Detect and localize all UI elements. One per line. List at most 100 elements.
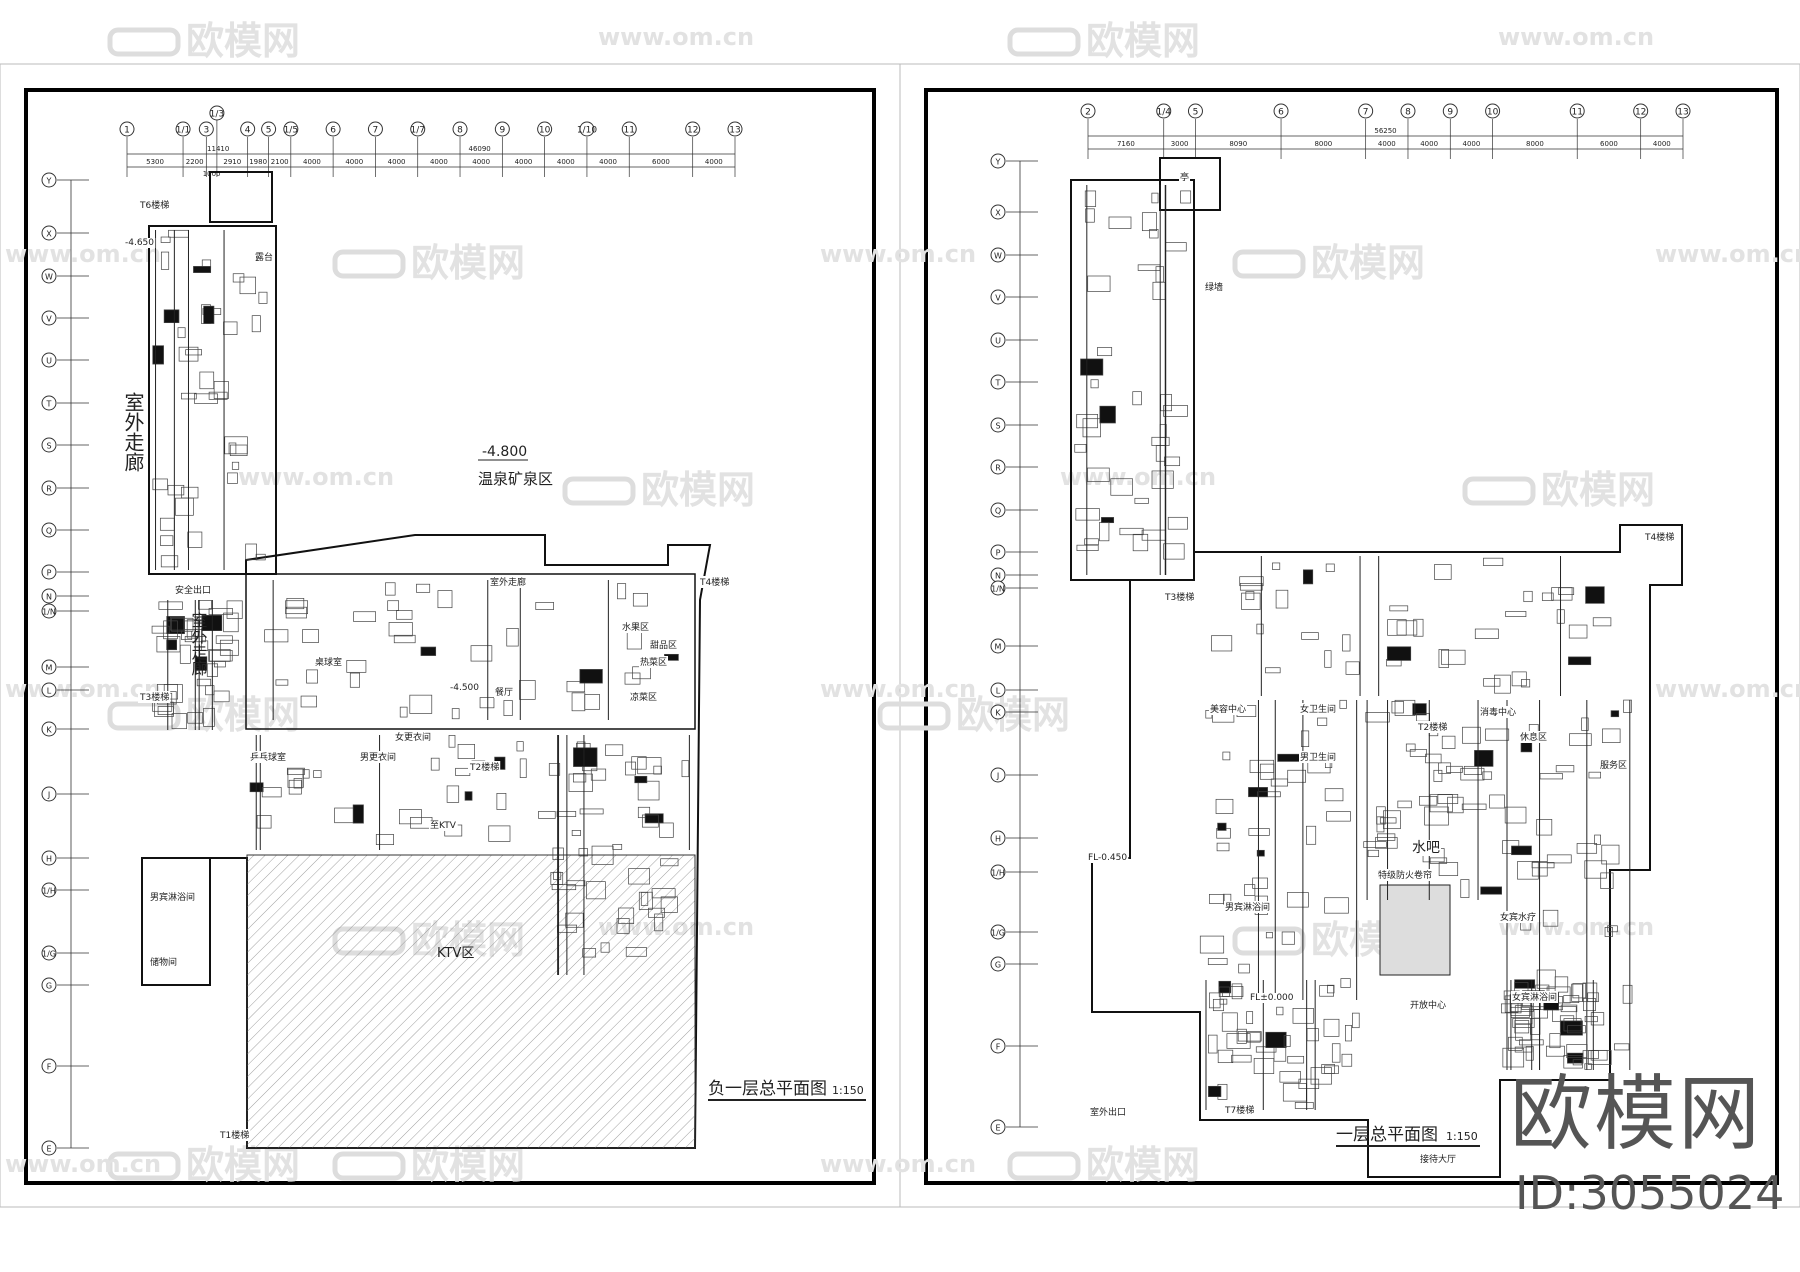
- grid-bubble: [41, 850, 57, 866]
- left-restaurant-block: [245, 573, 696, 730]
- grid-row-label: R: [46, 485, 52, 494]
- furniture-block: [256, 815, 272, 829]
- furniture-block: [1087, 467, 1110, 482]
- grid-column-label: 8: [1405, 108, 1411, 118]
- furniture-block: [1207, 958, 1228, 965]
- dimension-value: 4000: [557, 158, 575, 166]
- furniture-block: [1542, 909, 1559, 927]
- furniture-block: [1533, 1009, 1548, 1019]
- grid-bubble: [621, 121, 637, 137]
- left-room-details: [151, 229, 690, 975]
- grid-row-label: V: [46, 315, 52, 324]
- furniture-block: [1199, 935, 1225, 954]
- furniture-block: [1391, 701, 1404, 714]
- grid-column-label: 6: [1278, 108, 1284, 118]
- furniture-block: [1265, 932, 1273, 939]
- grid-row-label: G: [46, 982, 52, 991]
- room-label: 美容中心: [1210, 703, 1246, 715]
- dimension-value: 1980: [249, 158, 267, 166]
- grid-bubble: [240, 121, 256, 137]
- furniture-block: [1097, 347, 1113, 357]
- furniture-block: [409, 694, 433, 714]
- furniture-block: [1377, 833, 1396, 841]
- dimension-value: 4000: [345, 158, 363, 166]
- furniture-block: [208, 391, 228, 400]
- zone-elevation: -4.800: [482, 444, 527, 460]
- furniture-block: [573, 773, 587, 783]
- grid-column-label: 7: [373, 126, 379, 136]
- furniture-block: [1326, 811, 1351, 822]
- room-label: 男更衣间: [360, 751, 396, 763]
- furniture-block: [1253, 1058, 1275, 1074]
- right-main-outline: [1091, 524, 1683, 1178]
- furniture-block: [1512, 1018, 1535, 1028]
- furniture-block: [1601, 844, 1620, 865]
- furniture-block: [1215, 798, 1234, 814]
- furniture-block: [1474, 750, 1494, 767]
- grid-bubble: [990, 682, 1006, 698]
- furniture-block: [660, 896, 678, 913]
- dimension-value: 4000: [1653, 140, 1671, 148]
- furniture-block: [1566, 1044, 1588, 1059]
- room-label: 水果区: [622, 621, 649, 633]
- dimension-value: 4000: [303, 158, 321, 166]
- furniture-block: [516, 741, 524, 752]
- furniture-block: [1301, 632, 1319, 640]
- label-background: [1249, 993, 1295, 1003]
- furniture-block: [1282, 1083, 1307, 1102]
- room-label: 餐厅: [495, 686, 513, 698]
- grid-bubble: [209, 105, 225, 121]
- label-background: [468, 761, 501, 773]
- label-background: [1479, 706, 1518, 718]
- furniture-block: [496, 793, 507, 810]
- furniture-block: [1327, 984, 1335, 994]
- watermark-brand: 欧模网: [186, 19, 300, 63]
- furniture-block: [1080, 358, 1104, 376]
- ktv-label: KTV区: [437, 946, 474, 961]
- furniture-block: [1218, 986, 1230, 997]
- watermark-sofa-logo: [107, 1151, 181, 1181]
- furniture-block: [166, 639, 178, 651]
- watermark-url: www.om.cn: [1655, 675, 1800, 703]
- furniture-block: [205, 685, 215, 696]
- furniture-block: [170, 617, 185, 631]
- furniture-block: [618, 907, 635, 924]
- furniture-block: [1551, 587, 1573, 601]
- room-label: T6楼梯: [139, 199, 169, 211]
- furniture-block: [203, 707, 215, 727]
- grid-row-label: L: [47, 687, 52, 696]
- furniture-block: [1249, 759, 1275, 773]
- dimension-value: 6000: [1600, 140, 1618, 148]
- right-plan-title: 一层总平面图: [1336, 1125, 1438, 1145]
- dimension-value: 8000: [1526, 140, 1544, 148]
- furniture-block: [1208, 1085, 1222, 1097]
- furniture-block: [1441, 649, 1466, 665]
- furniture-block: [568, 773, 593, 792]
- furniture-block: [186, 619, 199, 639]
- furniture-block: [200, 640, 209, 652]
- furniture-block: [654, 913, 664, 932]
- furniture-block: [1545, 1045, 1565, 1057]
- grid-bubble: [990, 1038, 1006, 1054]
- room-label: 绿墙: [1205, 281, 1223, 293]
- furniture-block: [181, 630, 193, 640]
- grid-bubble: [990, 830, 1006, 846]
- left-room-labels: T6楼梯T4楼梯T3楼梯T2楼梯T1楼梯桌球室乒乓球室餐厅水果区甜品区热菜区凉菜…: [124, 199, 731, 1141]
- furniture-block: [1239, 576, 1264, 587]
- furniture-block: [634, 775, 648, 784]
- furniture-block: [1119, 527, 1144, 536]
- watermark-url: www.om.cn: [598, 23, 754, 51]
- furniture-block: [1259, 763, 1275, 780]
- furniture-block: [519, 680, 536, 700]
- furniture-block: [1584, 860, 1607, 879]
- furniture-block: [637, 757, 662, 775]
- furniture-block: [285, 606, 307, 619]
- furniture-block: [1583, 998, 1596, 1012]
- furniture-block: [1386, 646, 1412, 661]
- label-background: [1204, 281, 1225, 293]
- furniture-block: [1256, 849, 1265, 857]
- grid-row-label: P: [47, 569, 52, 578]
- furniture-block: [1394, 699, 1416, 716]
- furniture-block: [288, 779, 302, 795]
- furniture-block: [1480, 886, 1502, 895]
